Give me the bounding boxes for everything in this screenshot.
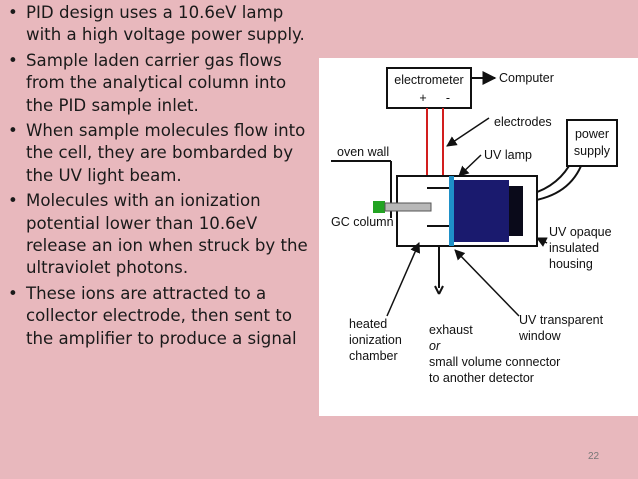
bullet-text: Molecules with an ionization potential l…: [26, 191, 308, 278]
lamp-cap: [509, 186, 523, 236]
uv-lamp: [454, 180, 509, 242]
computer-label: Computer: [499, 71, 554, 85]
pid-diagram-svg: electrometer + - Computer electrodes ove…: [331, 67, 618, 385]
bullet-dot-icon: •: [8, 283, 18, 303]
uv-window: [449, 176, 454, 246]
bullet-text: When sample molecules flow into the cell…: [26, 121, 306, 185]
exhaust-label-line3: small volume connector: [429, 355, 560, 369]
power-supply-box: [566, 119, 618, 167]
gc-column-tube: [384, 202, 432, 212]
bullet-list: • PID design uses a 10.6eV lamp with a hi…: [8, 2, 318, 353]
electrometer-box: [386, 67, 472, 109]
bullet-item: • When sample molecules flow into the cel…: [8, 120, 318, 187]
uv-window-arrow: [454, 249, 520, 317]
heated-chamber-label-line3: chamber: [349, 349, 398, 363]
bullet-text: These ions are attracted to a collector …: [26, 283, 297, 348]
polarity-plus-label: +: [419, 91, 426, 105]
bullet-text: PID design uses a 10.6eV lamp with a hig…: [26, 3, 305, 45]
exhaust-label-line2: or: [429, 339, 441, 353]
bullet-item: • These ions are attracted to a collector…: [8, 283, 318, 350]
uv-lamp-arrow: [458, 154, 482, 177]
bullet-dot-icon: •: [8, 3, 18, 22]
heated-chamber-label-line1: heated: [349, 317, 387, 331]
uv-opaque-label-line1: UV opaque: [549, 225, 612, 239]
exhaust-label-line1: exhaust: [429, 323, 473, 337]
uv-lamp-label: UV lamp: [484, 148, 532, 162]
uv-opaque-label-line2: insulated: [549, 241, 599, 255]
oven-wall-label: oven wall: [337, 145, 389, 159]
gc-column-label: GC column: [331, 215, 394, 229]
exhaust-tip-left: [434, 285, 440, 295]
gc-inlet: [373, 201, 385, 213]
electrodes-arrow: [446, 117, 490, 147]
heated-chamber-label-line2: ionization: [349, 333, 402, 347]
pid-diagram: electrometer + - Computer electrodes ove…: [319, 58, 638, 416]
bullet-item: • Molecules with an ionization potential …: [8, 190, 318, 280]
heated-chamber-arrow: [386, 242, 421, 317]
bullet-item: • Sample laden carrier gas flows from the…: [8, 50, 318, 117]
polarity-minus-label: -: [446, 91, 450, 105]
uv-opaque-arrow: [536, 237, 548, 247]
bullet-dot-icon: •: [8, 191, 18, 211]
uv-transparent-label-line1: UV transparent: [519, 313, 604, 327]
exhaust-label-line4: to another detector: [429, 371, 534, 385]
electrometer-label: electrometer: [394, 73, 463, 87]
bullet-text: Sample laden carrier gas flows from the …: [26, 50, 287, 115]
exhaust-tip-right: [438, 285, 444, 295]
power-supply-label-line1: power: [575, 127, 609, 141]
bullet-dot-icon: •: [8, 50, 18, 70]
electrodes-label: electrodes: [494, 115, 552, 129]
bullet-item: • PID design uses a 10.6eV lamp with a hi…: [8, 2, 318, 47]
page-number: 22: [588, 451, 600, 462]
power-supply-label-line2: supply: [574, 144, 611, 158]
uv-transparent-label-line2: window: [518, 329, 562, 343]
uv-opaque-label-line3: housing: [549, 257, 593, 271]
bullet-dot-icon: •: [8, 121, 18, 141]
